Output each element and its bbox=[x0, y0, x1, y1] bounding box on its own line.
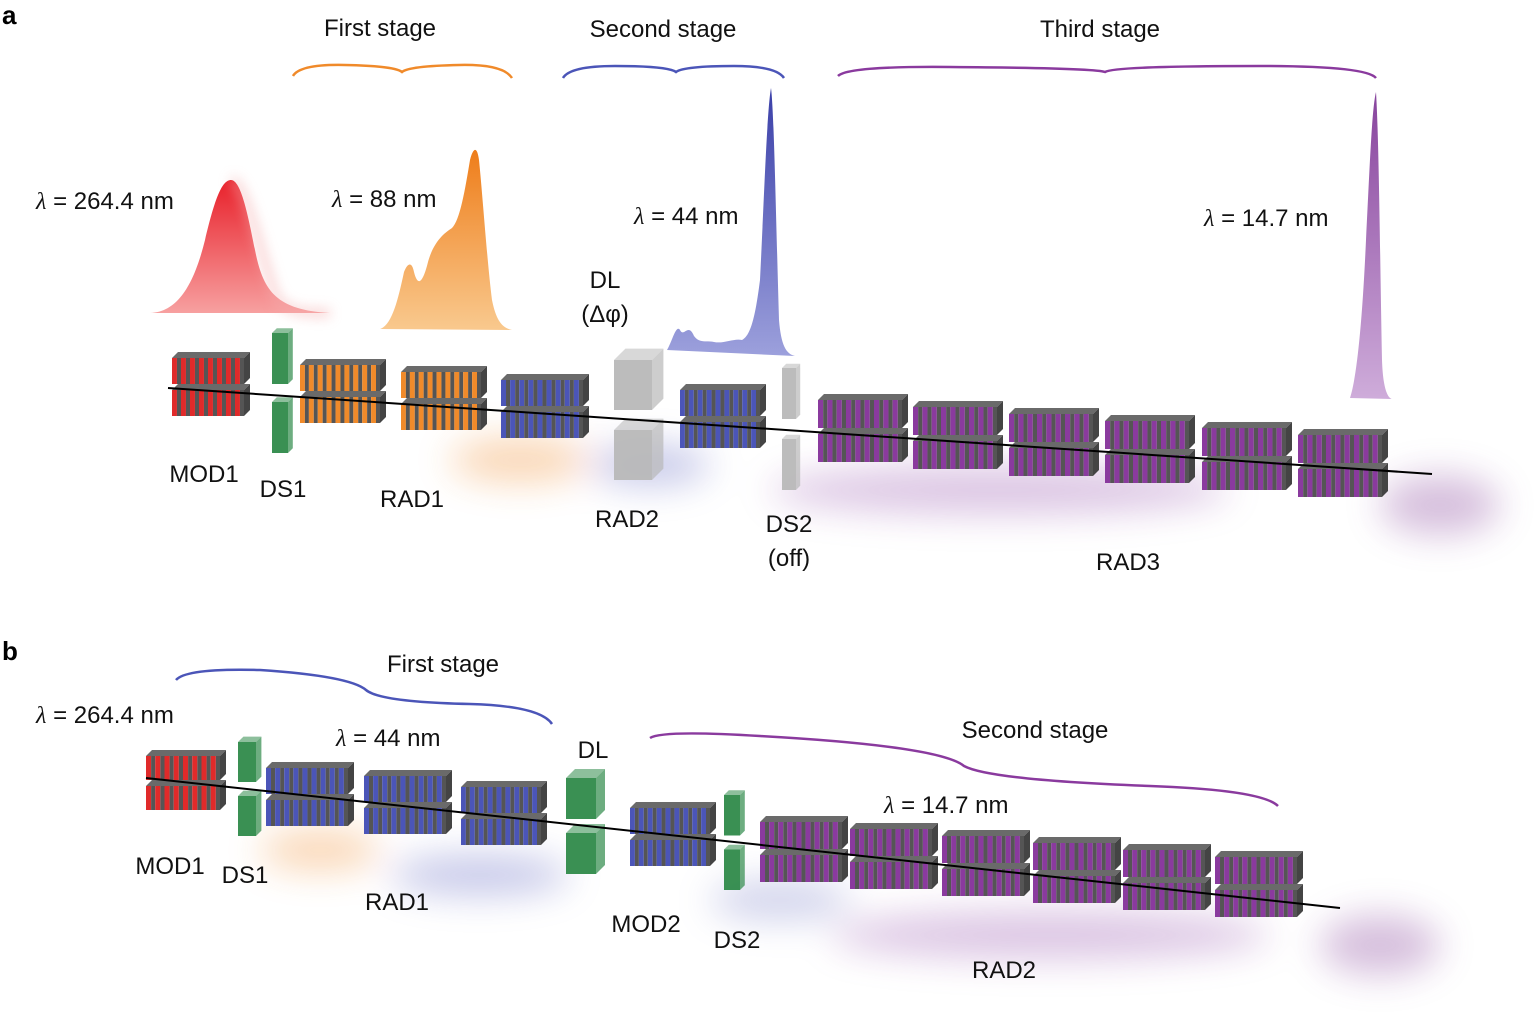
panel-b-glow bbox=[260, 830, 1440, 975]
label-b-ds2: DS2 bbox=[714, 927, 761, 954]
rad3-undulator-2 bbox=[913, 401, 1003, 469]
rad3-undulator-3 bbox=[1009, 408, 1099, 476]
mod1-b-undulator bbox=[146, 750, 226, 810]
rad1-b-undulator-2 bbox=[364, 770, 452, 834]
wl-b3: λ = 14.7 nm bbox=[883, 792, 1008, 819]
bracket-stage1 bbox=[291, 63, 514, 79]
label-a-ds1: DS1 bbox=[260, 476, 307, 503]
stage-a3-label: Third stage bbox=[1040, 16, 1160, 43]
bracket-stage2 bbox=[561, 64, 786, 79]
label-a-rad1: RAD1 bbox=[380, 486, 444, 513]
ds1-chicane bbox=[272, 328, 293, 453]
wl-a3: λ = 44 nm bbox=[633, 203, 738, 230]
wl-a4: λ = 14.7 nm bbox=[1203, 205, 1328, 232]
rad2-b-undulator-1 bbox=[760, 816, 848, 882]
stage-b2-label: Second stage bbox=[962, 717, 1109, 744]
rad1-undulator-3 bbox=[501, 374, 589, 438]
wl-b1: λ = 264.4 nm bbox=[35, 702, 174, 729]
rad2-b-undulator-4 bbox=[1033, 837, 1121, 903]
label-b-rad1: RAD1 bbox=[365, 889, 429, 916]
beamline-b bbox=[145, 736, 1341, 917]
label-a-rad2: RAD2 bbox=[595, 506, 659, 533]
rad3-undulator-1 bbox=[818, 394, 908, 462]
dl-a-label: DL bbox=[590, 267, 621, 294]
stage-a2-label: Second stage bbox=[590, 16, 737, 43]
electron-beam-axis-a bbox=[167, 387, 1433, 475]
rad1-undulator-1 bbox=[300, 359, 386, 423]
dl-b-delay-line bbox=[566, 769, 605, 874]
spectrum-14nm bbox=[1350, 92, 1392, 399]
label-a-rad3: RAD3 bbox=[1096, 549, 1160, 576]
mod2-b-undulator bbox=[630, 802, 716, 866]
rad1-undulator-2 bbox=[401, 366, 487, 430]
label-a-ds2-off: (off) bbox=[768, 545, 810, 572]
ds2-chicane bbox=[782, 363, 801, 490]
rad1-b-undulator-1 bbox=[266, 762, 354, 826]
panel-b-letter: b bbox=[2, 636, 18, 666]
bracket-stage3 bbox=[837, 64, 1377, 79]
label-b-ds1: DS1 bbox=[222, 862, 269, 889]
rad3-undulator-6 bbox=[1298, 429, 1388, 497]
rad2-b-undulator-5 bbox=[1123, 844, 1211, 910]
dl-delay-line bbox=[614, 348, 664, 480]
rad3-undulator-5 bbox=[1202, 422, 1292, 490]
label-b-rad2: RAD2 bbox=[972, 957, 1036, 984]
electron-beam-axis-b bbox=[145, 777, 1341, 909]
bracket-b-stage1 bbox=[175, 668, 554, 725]
ds2-b-chicane bbox=[724, 790, 745, 890]
stage-a1-label: First stage bbox=[324, 15, 436, 42]
label-b-mod2: MOD2 bbox=[611, 911, 680, 938]
spectrum-88nm bbox=[380, 149, 512, 330]
bracket-b-stage2 bbox=[649, 732, 1279, 807]
wl-a1: λ = 264.4 nm bbox=[35, 188, 174, 215]
rad2-undulator bbox=[680, 384, 766, 448]
dl-b-label: DL bbox=[578, 737, 609, 764]
panel-a: a First stage Second stage Third stage bbox=[2, 0, 1500, 576]
panel-a-letter: a bbox=[2, 0, 17, 30]
wl-a2: λ = 88 nm bbox=[331, 186, 436, 213]
dl-a-phase: (Δφ) bbox=[581, 301, 629, 328]
stage-b1-label: First stage bbox=[387, 651, 499, 678]
rad2-b-undulator-6 bbox=[1215, 851, 1303, 917]
beamline-a bbox=[167, 328, 1433, 497]
spectrum-44nm bbox=[667, 88, 795, 356]
spectrum-264nm bbox=[150, 176, 331, 317]
label-b-mod1: MOD1 bbox=[135, 853, 204, 880]
label-a-mod1: MOD1 bbox=[169, 461, 238, 488]
label-a-ds2: DS2 bbox=[766, 511, 813, 538]
rad3-undulator-4 bbox=[1105, 415, 1195, 483]
ds1-b-chicane bbox=[238, 736, 262, 836]
wl-b2: λ = 44 nm bbox=[335, 725, 440, 752]
panel-b: b First stage Second stage λ = 264.4 nm … bbox=[2, 636, 1440, 984]
rad2-b-undulator-3 bbox=[942, 830, 1030, 896]
mod1-undulator bbox=[172, 352, 250, 416]
